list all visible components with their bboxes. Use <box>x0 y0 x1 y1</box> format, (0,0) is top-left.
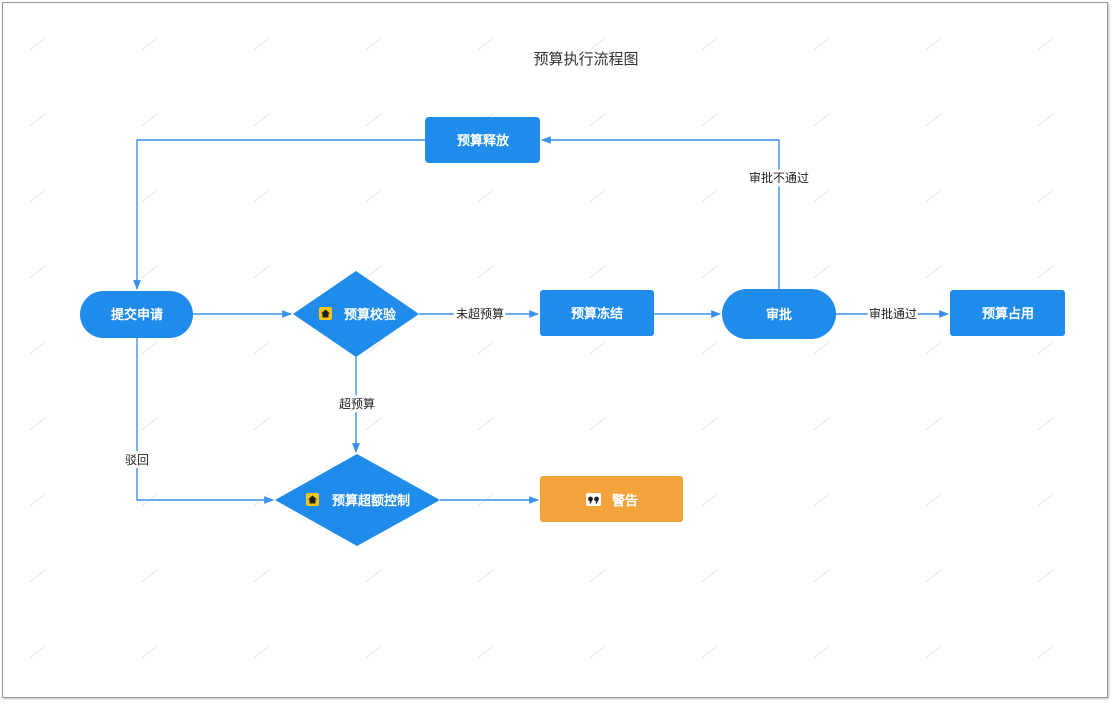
edge-submit-to-control <box>136 338 274 504</box>
edge-label-approved: 审批通过 <box>869 306 917 321</box>
node-budget-check-label: 预算校验 <box>344 307 397 323</box>
node-approval: 审批 <box>722 289 836 339</box>
diagram-title: 预算执行流程图 <box>533 50 638 68</box>
edges <box>133 136 949 504</box>
node-budget-release: 预算释放 <box>425 117 540 163</box>
node-budget-freeze: 预算冻结 <box>540 290 654 336</box>
home-icon <box>306 493 319 506</box>
node-budget-freeze-label: 预算冻结 <box>571 306 623 322</box>
node-budget-occupy: 预算占用 <box>950 290 1065 336</box>
edge-release-to-submit <box>133 139 425 290</box>
node-budget-check: 预算校验 <box>293 271 419 357</box>
home-icon <box>319 307 332 320</box>
edge-label-over-budget: 超预算 <box>339 396 375 411</box>
node-over-budget-control: 预算超额控制 <box>275 454 440 546</box>
edge-approval-to-release <box>541 136 780 289</box>
watermark-background <box>3 3 1107 697</box>
edge-label-not-approved: 审批不通过 <box>749 170 809 185</box>
node-warning: 警告 <box>540 476 683 522</box>
node-submit-label: 提交申请 <box>111 307 163 323</box>
node-budget-occupy-label: 预算占用 <box>982 306 1034 322</box>
quote-icon <box>586 493 601 506</box>
node-approval-label: 审批 <box>766 307 792 323</box>
node-over-budget-control-label: 预算超额控制 <box>332 493 410 509</box>
node-warning-label: 警告 <box>612 493 638 509</box>
edge-label-not-over-budget: 未超预算 <box>456 306 504 321</box>
node-budget-release-label: 预算释放 <box>457 133 510 149</box>
node-submit: 提交申请 <box>80 291 193 338</box>
edge-label-reject: 驳回 <box>125 453 149 467</box>
